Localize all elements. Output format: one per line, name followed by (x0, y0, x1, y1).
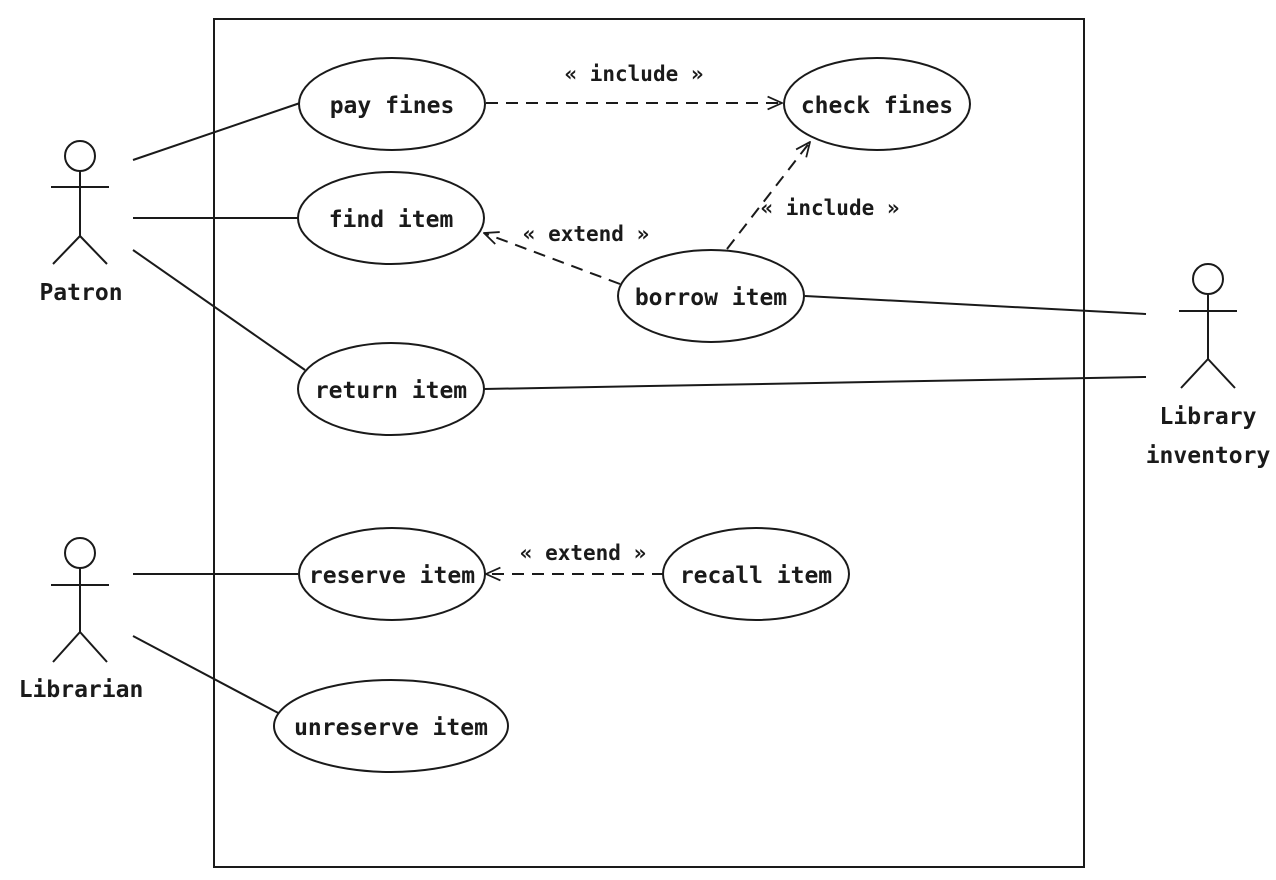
reserve-item-label: reserve item (309, 563, 475, 589)
extend-arrow-borrow-find (484, 233, 621, 285)
use-case-pay-fines: pay fines (298, 57, 486, 151)
include-label-borrow-check: « include » (760, 196, 899, 220)
association-return-item-inventory (483, 376, 1147, 390)
extend-label-borrow-find: « extend » (523, 222, 649, 246)
actor-librarian: Librarian (19, 537, 144, 703)
librarian-label: Librarian (19, 677, 144, 703)
use-case-borrow-item: borrow item (617, 249, 805, 343)
use-case-check-fines: check fines (783, 57, 971, 151)
check-fines-label: check fines (801, 93, 953, 119)
pay-fines-label: pay fines (330, 93, 455, 119)
stick-figure-icon (51, 537, 109, 663)
extend-label-recall-reserve: « extend » (520, 541, 646, 565)
use-case-find-item: find item (297, 171, 485, 265)
stick-figure-icon (1179, 263, 1237, 389)
actor-library-inventory: Library inventory (1146, 263, 1271, 469)
borrow-item-label: borrow item (635, 285, 787, 311)
actor-patron: Patron (39, 140, 123, 306)
find-item-label: find item (329, 207, 454, 233)
association-patron-return-item (132, 249, 306, 371)
use-case-recall-item: recall item (662, 527, 850, 621)
use-case-unreserve-item: unreserve item (273, 679, 509, 773)
include-arrow-borrow-check (726, 142, 810, 250)
stick-figure-icon (51, 140, 109, 265)
association-librarian-unreserve-item (132, 635, 283, 716)
association-borrow-item-inventory (804, 295, 1147, 315)
return-item-label: return item (315, 378, 467, 404)
patron-label: Patron (39, 280, 122, 306)
use-case-reserve-item: reserve item (298, 527, 486, 621)
unreserve-item-label: unreserve item (294, 715, 488, 741)
library-inventory-label-line1: Library (1160, 404, 1257, 430)
library-inventory-label-line2: inventory (1146, 443, 1271, 469)
recall-item-label: recall item (680, 563, 832, 589)
association-patron-pay-fines (132, 102, 301, 161)
include-label-pay-check: « include » (564, 62, 703, 86)
system-boundary (213, 18, 1085, 868)
use-case-return-item: return item (297, 342, 485, 436)
